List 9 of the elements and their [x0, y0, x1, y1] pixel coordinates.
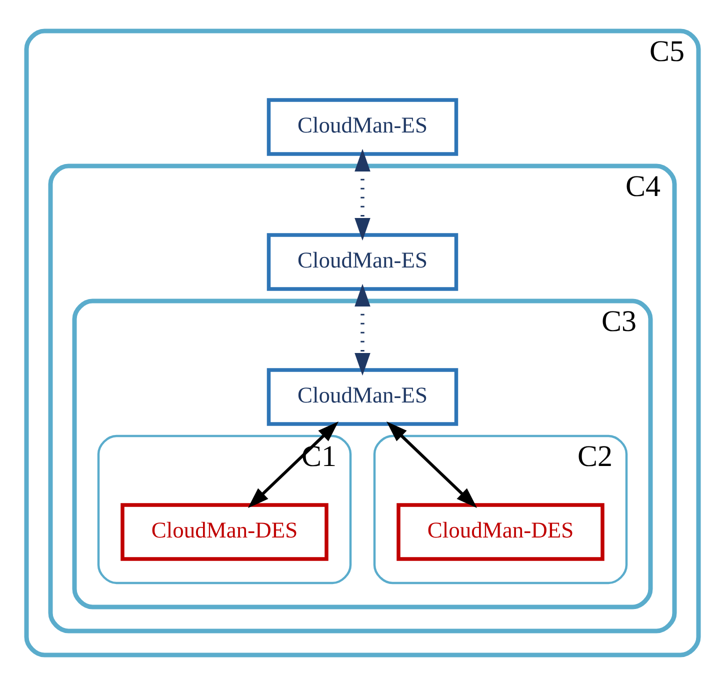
node-box: CloudMan-ES	[266, 232, 458, 290]
arrow	[386, 420, 478, 508]
node-box: CloudMan-ES	[266, 368, 458, 426]
node-box: CloudMan-DES	[396, 502, 604, 560]
arrow	[354, 148, 370, 240]
node-box: CloudMan-ES	[266, 98, 458, 156]
arrow	[248, 420, 338, 508]
node-box: CloudMan-DES	[120, 502, 328, 560]
arrow	[354, 283, 370, 376]
